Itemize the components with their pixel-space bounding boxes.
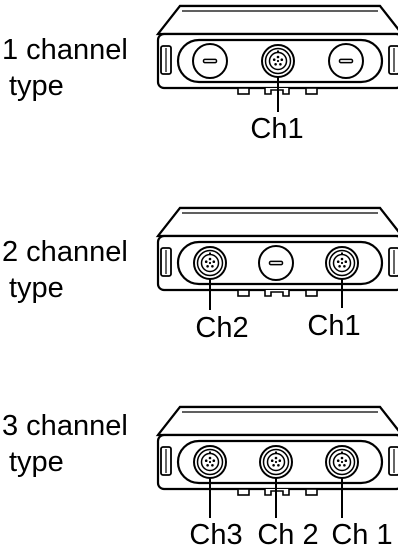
- panel-1-type-line1: 1 channel: [2, 34, 128, 66]
- panel-2-module: [156, 206, 398, 310]
- connector-socket-icon: [325, 246, 359, 280]
- panel-1-type-line2: type: [9, 70, 64, 102]
- panel-3-type-line1: 3 channel: [2, 410, 128, 442]
- connector-socket-icon: [193, 445, 227, 479]
- panel-3-ch3-label: Ch3: [189, 519, 242, 551]
- panel-3-type-line2: type: [9, 446, 64, 478]
- blank-plug-icon: [192, 43, 228, 79]
- blank-plug-icon: [258, 245, 294, 281]
- panel-3-ch1-label: Ch 1: [331, 519, 392, 551]
- connector-socket-icon: [325, 445, 359, 479]
- panel-3-module: [156, 405, 398, 518]
- panel-1-ch1-label: Ch1: [250, 113, 303, 145]
- panel-2-ch1-label: Ch1: [307, 310, 360, 342]
- panel-2-type-line2: type: [9, 272, 64, 304]
- panel-3-ch2-label: Ch 2: [257, 519, 318, 551]
- connector-socket-icon: [193, 246, 227, 280]
- connector-socket-icon: [261, 44, 295, 78]
- blank-plug-icon: [328, 43, 364, 79]
- connector-socket-icon: [259, 445, 293, 479]
- panel-2-ch2-label: Ch2: [195, 312, 248, 344]
- panel-2-type-line1: 2 channel: [2, 236, 128, 268]
- panel-1-module: Ch1: [156, 4, 398, 145]
